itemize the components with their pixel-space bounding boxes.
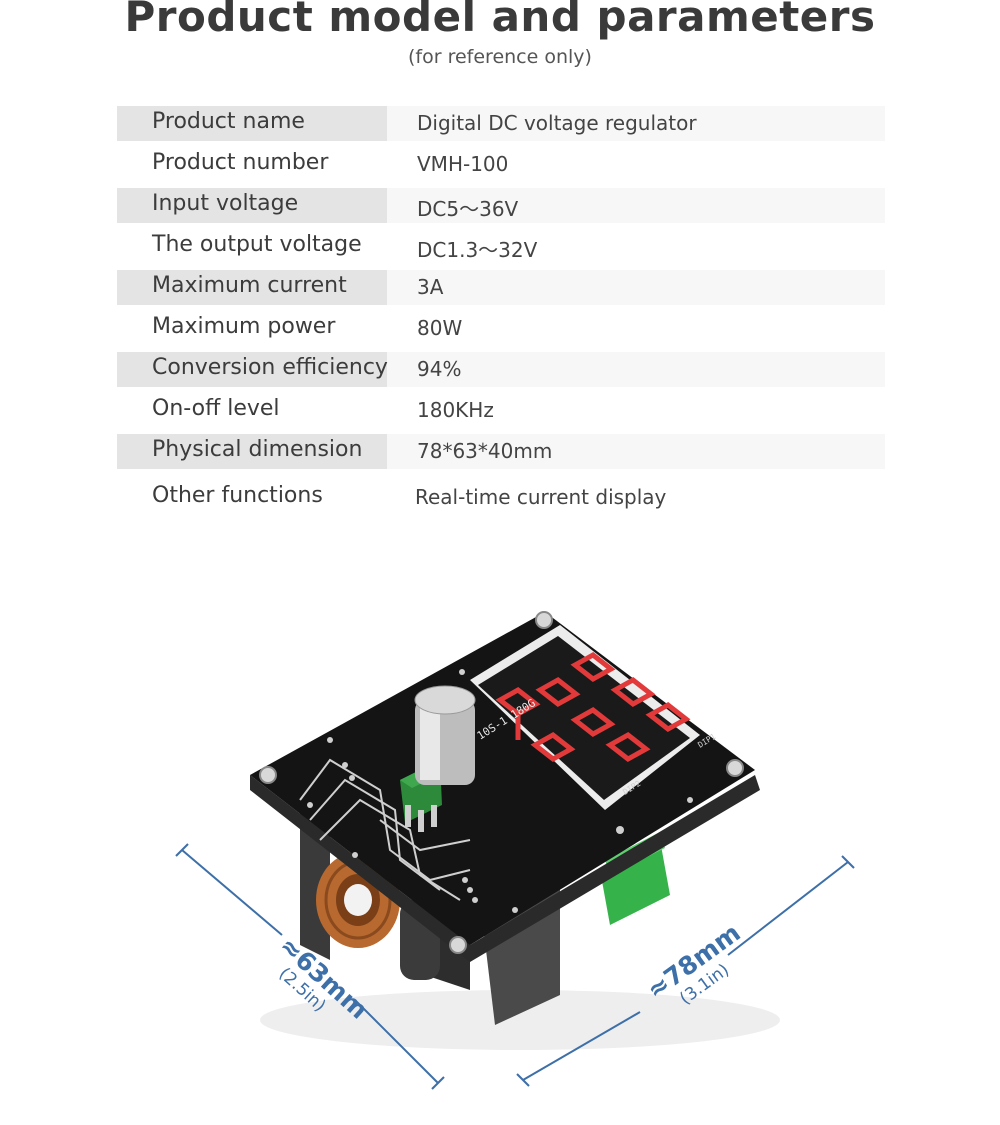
spec-row: The output voltage DC1.3～32V: [117, 229, 885, 270]
spec-value: VMH-100: [417, 152, 509, 176]
led-display: 10S-1 180G DIP2 DIP1: [470, 625, 718, 810]
led-digits: [495, 652, 691, 762]
spec-row: Other functions Real-time current displa…: [117, 475, 885, 525]
spec-label: Input voltage: [152, 191, 299, 216]
spec-label: On-off level: [152, 396, 280, 421]
spec-row: Conversion efficiency 94%: [117, 352, 885, 393]
potentiometer-knob-icon[interactable]: [400, 685, 476, 832]
pcb-pads: [307, 669, 693, 913]
page-title: Product model and parameters: [124, 0, 876, 41]
spec-row: On-off level 180KHz: [117, 393, 885, 434]
dimension-width: [175, 843, 445, 1090]
mounting-holes: [259, 611, 744, 954]
spec-value: DC1.3～32V: [417, 238, 538, 262]
spec-value: 3A: [417, 275, 444, 299]
spec-label: Other functions: [152, 483, 323, 508]
spec-row: Product name Digital DC voltage regulato…: [117, 106, 885, 147]
spec-label: Physical dimension: [152, 437, 363, 462]
pcb-edge: [250, 775, 760, 962]
spec-row: Product number VMH-100: [117, 147, 885, 188]
spec-label: Product name: [152, 109, 305, 134]
page-subtitle: (for reference only): [408, 46, 592, 68]
spec-value: DC5～36V: [417, 197, 519, 221]
spec-value: Real-time current display: [415, 485, 667, 509]
pcb-traces: [299, 758, 471, 901]
spec-label: Product number: [152, 150, 329, 175]
spec-row: Maximum power 80W: [117, 311, 885, 352]
spec-row: Physical dimension 78*63*40mm: [117, 434, 885, 475]
dimension-length: [516, 855, 855, 1087]
spec-value: Digital DC voltage regulator: [417, 111, 697, 135]
spec-label: Maximum current: [152, 273, 347, 298]
spec-row: Maximum current 3A: [117, 270, 885, 311]
spec-label: The output voltage: [152, 232, 362, 257]
spec-value: 94%: [417, 357, 462, 381]
spec-label: Conversion efficiency: [152, 355, 388, 380]
product-photo: 10S-1 180G DIP2 DIP1 ≈63mm (2.5in) ≈78mm…: [175, 611, 855, 1090]
spec-row: Input voltage DC5～36V: [117, 188, 885, 229]
spec-value: 78*63*40mm: [417, 439, 553, 463]
spec-value: 180KHz: [417, 398, 494, 422]
spec-label: Maximum power: [152, 314, 336, 339]
spec-table: Product name Digital DC voltage regulato…: [117, 106, 885, 525]
spec-value: 80W: [417, 316, 463, 340]
